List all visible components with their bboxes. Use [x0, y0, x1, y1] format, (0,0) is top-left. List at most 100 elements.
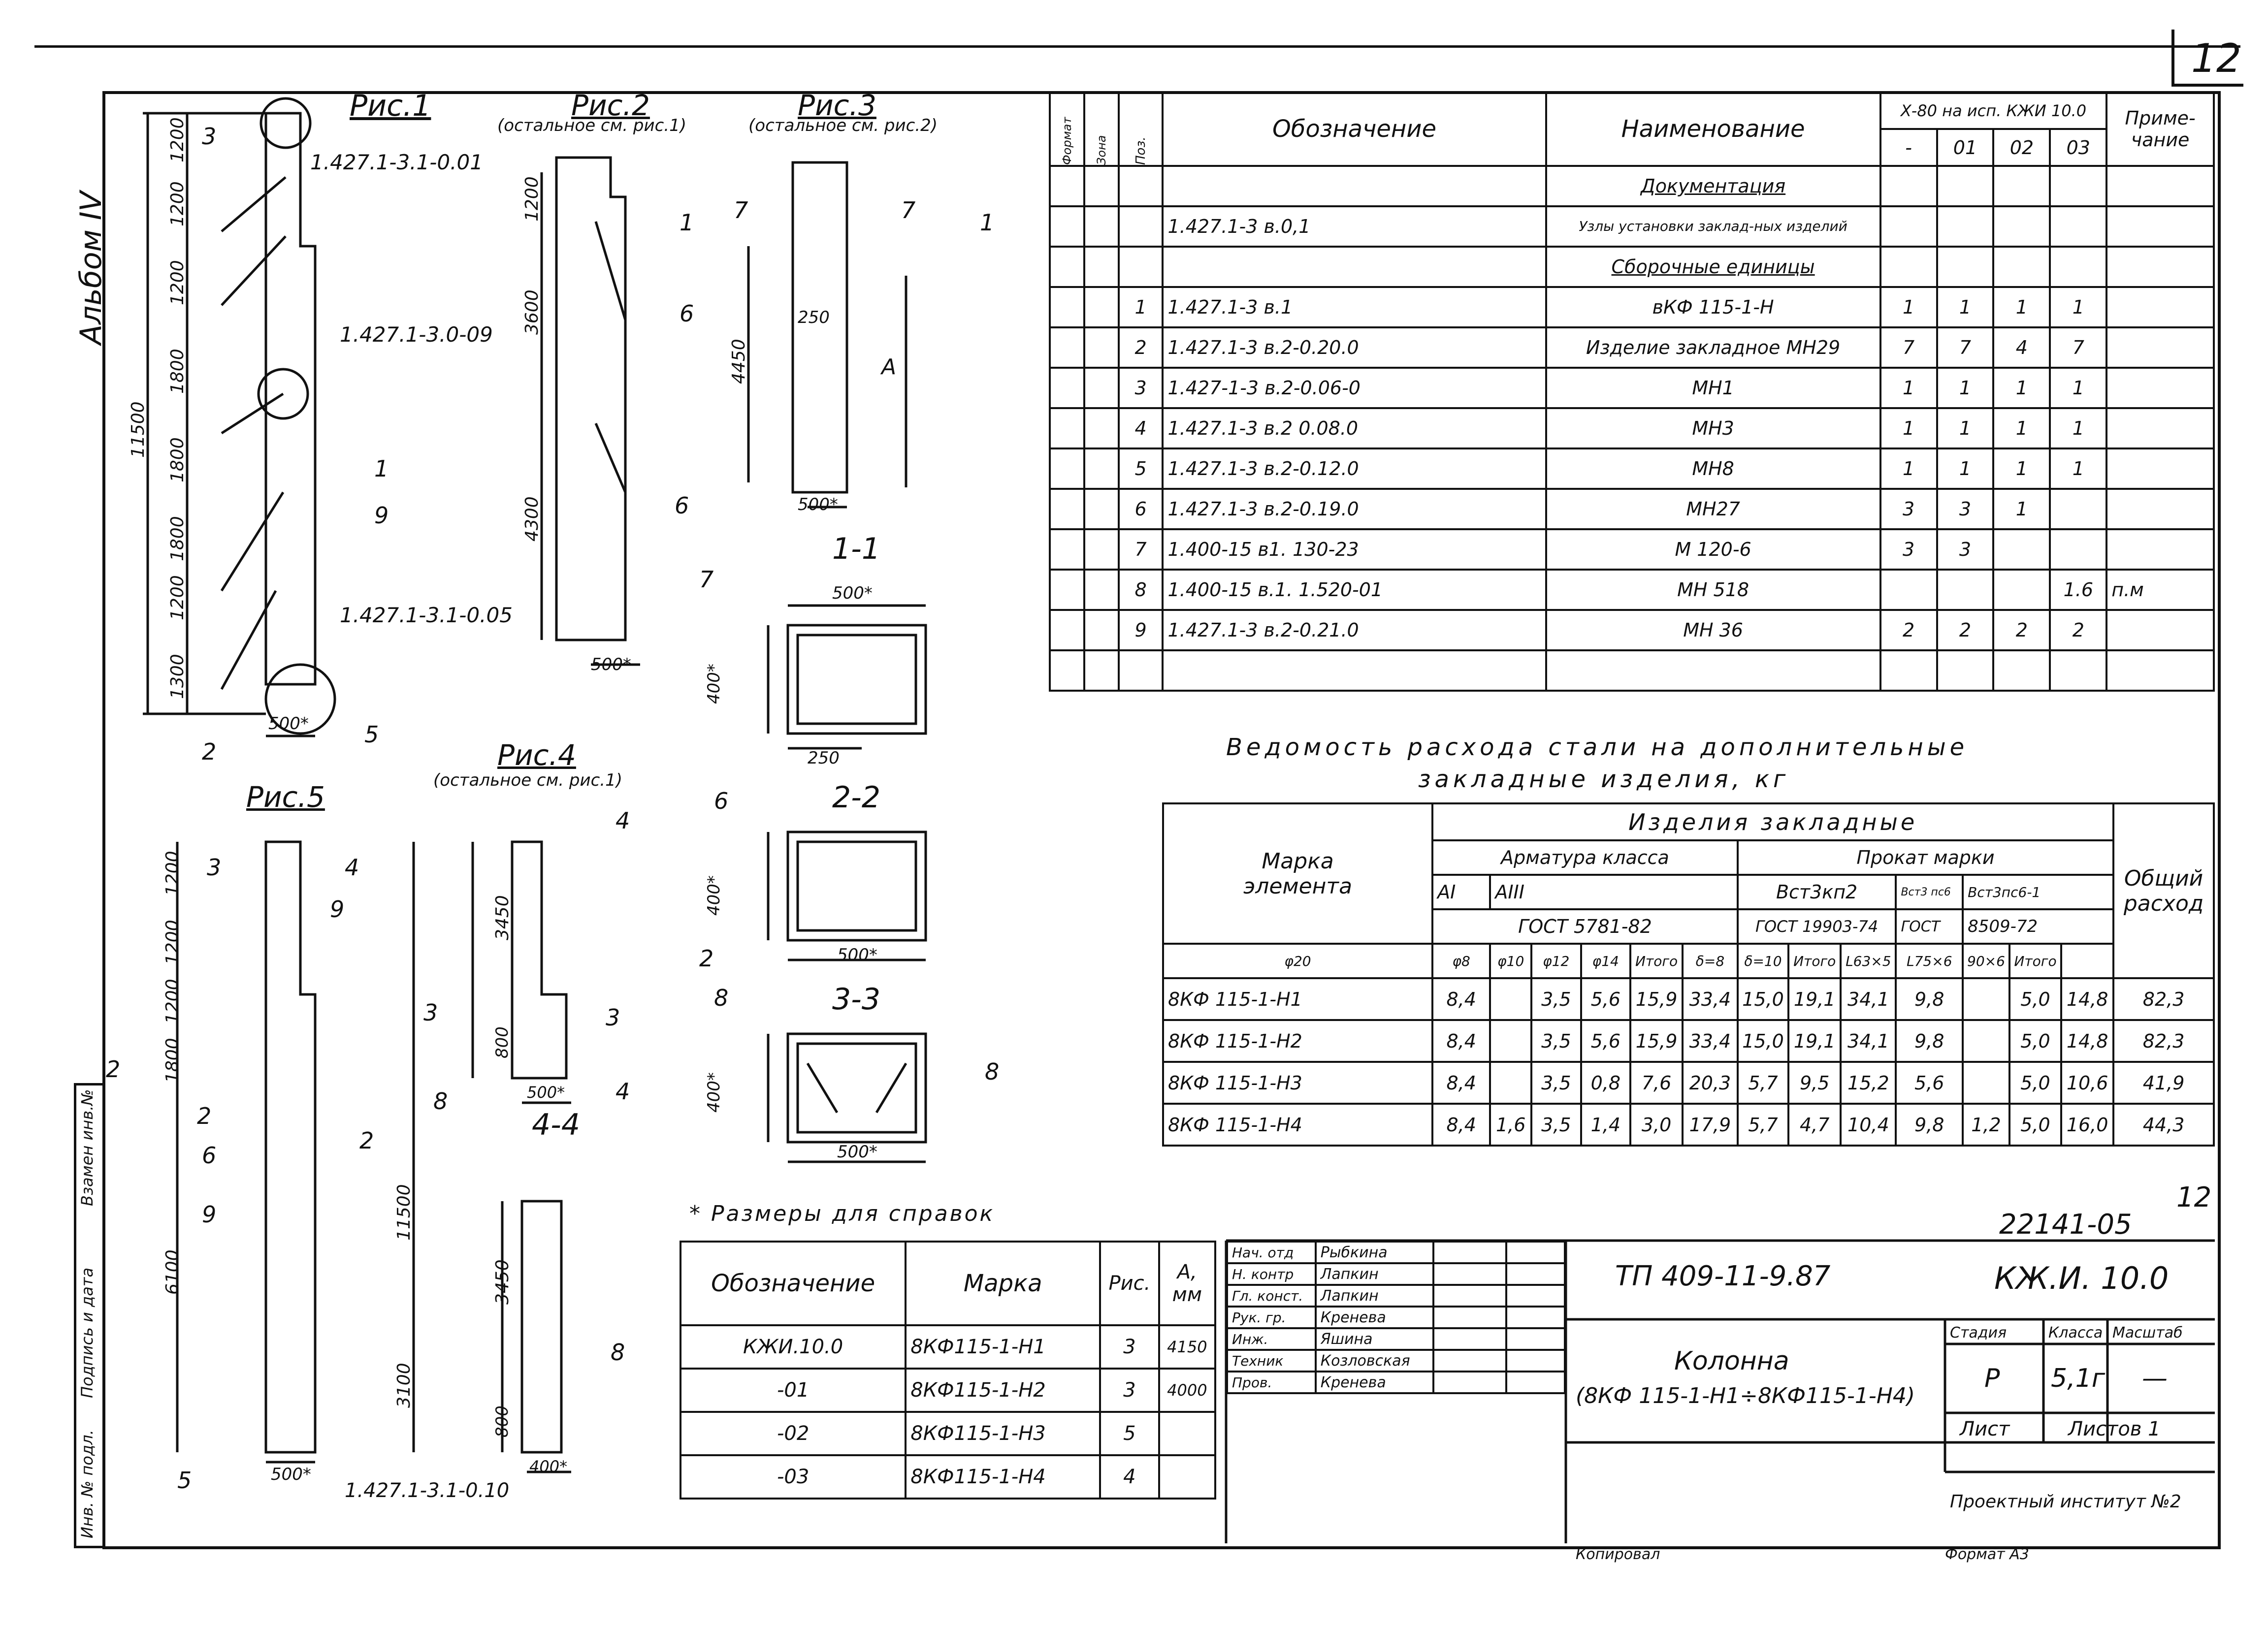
steel-cell-value: 5,0	[2008, 1061, 2063, 1105]
spec-cell-pos: 1	[1117, 286, 1164, 328]
spec-cell-note	[2106, 447, 2215, 490]
fig4-pos-8a: 8	[433, 1088, 448, 1115]
fig5-dim-1: 1200	[162, 851, 183, 896]
signer-name: Кренева	[1314, 1371, 1435, 1394]
steel-title-2: закладные изделия, кг	[1418, 766, 1790, 793]
spec-cell-zone	[1083, 528, 1120, 571]
spec-cell-zone	[1083, 447, 1120, 490]
steel-col-header: L63×5	[1840, 943, 1897, 979]
signer-signature	[1432, 1327, 1508, 1351]
fig5-pos-9a: 9	[330, 896, 345, 923]
spec-cell-qty: 1	[2049, 286, 2108, 328]
spec-row	[1049, 649, 2215, 692]
steel-cell-value: 3,5	[1530, 1103, 1582, 1147]
steel-h-mark: Марка элемента	[1162, 802, 1434, 945]
spec-cell-format	[1049, 447, 1085, 490]
steel-cell-value	[1489, 1019, 1533, 1063]
steel-cell-value: 10,6	[2060, 1061, 2115, 1105]
spec-cell-note	[2106, 407, 2215, 449]
spec-cell-qty	[2049, 246, 2108, 288]
fig4-dim-6: 400*	[529, 1457, 568, 1476]
signer-name: Лапкин	[1314, 1262, 1435, 1286]
class-value: 5,1г	[2051, 1364, 2106, 1393]
spec-cell-qty: 1	[1936, 447, 1995, 490]
spec-cell-qty	[1879, 246, 1938, 288]
spec-cell-pos: 9	[1117, 609, 1164, 651]
spec-cell-name: МН1	[1545, 367, 1881, 409]
signer-role: Пров.	[1226, 1371, 1317, 1394]
fig3-dim-2: 250	[798, 308, 830, 327]
spec-cell-qty: 3	[1879, 488, 1938, 530]
steel-h-total: Общий расход	[2112, 802, 2215, 979]
signer-date	[1505, 1306, 1566, 1329]
steel-cell-value	[1962, 1061, 2010, 1105]
spec-cell-zone	[1083, 165, 1120, 207]
fig4-cut-3b: 3	[606, 1004, 620, 1031]
signer-signature	[1432, 1306, 1508, 1329]
signer-date	[1505, 1241, 1566, 1264]
spec-cell-format	[1049, 407, 1085, 449]
sec11-dim-2: 400*	[704, 664, 724, 704]
signer-row: Рук. гр.Кренева	[1226, 1306, 1566, 1329]
sec33-pos-8b: 8	[985, 1058, 1000, 1085]
stage-value: Р	[1984, 1364, 2000, 1393]
spec-cell-zone	[1083, 488, 1120, 530]
fig2-dim-2: 3600	[522, 289, 542, 335]
spec-cell-format	[1049, 326, 1085, 369]
fig5-title: Рис.5	[246, 780, 325, 814]
fig1-title: Рис.1	[350, 89, 431, 123]
steel-cell-value: 5,0	[2008, 1019, 2063, 1063]
steel-h-rebar: Арматура класса	[1431, 839, 1739, 876]
spec-cell-qty: 2	[2049, 609, 2108, 651]
sheet-number-box	[2171, 30, 2243, 87]
steel-cell-value: 3,5	[1530, 1019, 1582, 1063]
steel-cell-value: 1,2	[1962, 1103, 2010, 1147]
spec-cell-name: Узлы установки заклад-ных изделий	[1545, 205, 1881, 248]
fig2-pos-6b: 6	[675, 492, 689, 519]
sec33-pos-8a: 8	[714, 985, 729, 1011]
footer-copied: Копировал	[1576, 1546, 1660, 1563]
steel-cell-value: 17,9	[1682, 1103, 1739, 1147]
spec-h-name: Наименование	[1545, 91, 1881, 167]
spec-cell-qty	[1992, 165, 2051, 207]
steel-h-aiii: AIII	[1489, 874, 1739, 910]
steel-col-header: Итого	[1787, 943, 1842, 979]
spec-cell-qty: 7	[1936, 326, 1995, 369]
steel-cell-value	[1489, 1061, 1533, 1105]
steel-col-header: Итого	[1629, 943, 1684, 979]
steel-cell-value: 9,5	[1787, 1061, 1842, 1105]
signer-signature	[1432, 1371, 1508, 1394]
signer-role: Рук. гр.	[1226, 1306, 1317, 1329]
steel-cell-value: 9,8	[1895, 1019, 1964, 1063]
steel-cell-value: 34,1	[1840, 977, 1897, 1021]
organization: Проектный институт №2	[1950, 1492, 2181, 1512]
steel-cell-value: 15,0	[1736, 977, 1790, 1021]
spec-cell-qty: 2	[1879, 609, 1938, 651]
fig1-pos-2: 2	[202, 738, 217, 765]
spec-qty-col: -	[1879, 128, 1938, 167]
fig5-pos-5: 5	[177, 1467, 192, 1494]
sec22-pos-6: 6	[714, 788, 729, 814]
stage-label: Стадия	[1950, 1324, 2007, 1341]
fig4-dim-5: 800	[492, 1405, 512, 1437]
spec-cell-qty: 1	[2049, 367, 2108, 409]
spec-cell-qty: 1	[1879, 447, 1938, 490]
spec-cell-qty: 1	[2049, 407, 2108, 449]
steel-h-gost4: 8509-72	[1962, 908, 2115, 945]
spec-cell-designation: 1.427.1-3 в.1	[1162, 286, 1547, 328]
spec-cell-qty	[1879, 649, 1938, 692]
fig5-dim-width: 500*	[271, 1465, 311, 1484]
spec-cell-qty	[1879, 205, 1938, 248]
fig4-cut-3a: 3	[423, 999, 438, 1026]
variants-h-a: А, мм	[1158, 1241, 1217, 1326]
